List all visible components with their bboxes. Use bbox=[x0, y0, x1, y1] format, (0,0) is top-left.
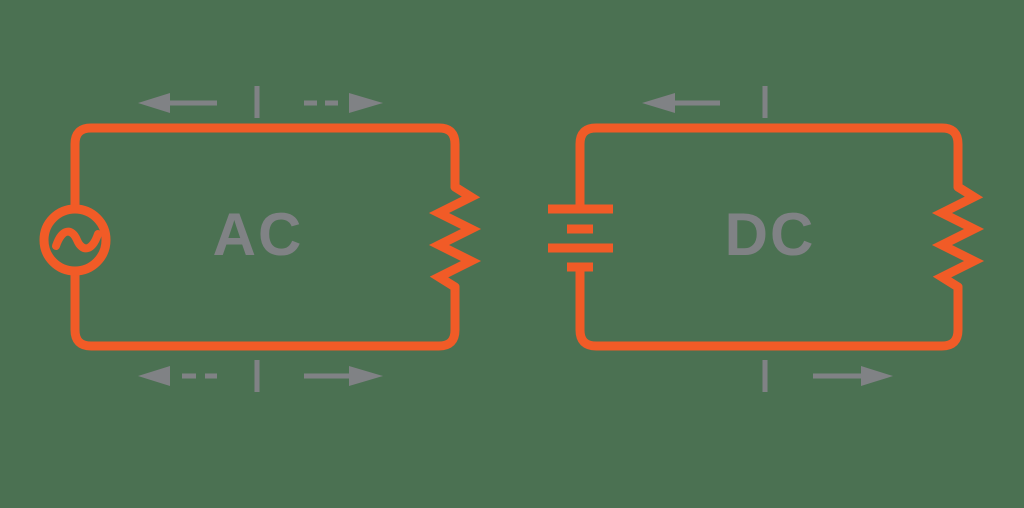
arrow-right-solid-icon bbox=[813, 366, 893, 386]
arrowhead bbox=[138, 366, 170, 386]
battery-icon bbox=[548, 204, 613, 272]
arrow-left-solid-icon bbox=[138, 93, 217, 113]
ac-label: AC bbox=[213, 201, 304, 268]
ac-circuit: AC bbox=[39, 86, 482, 392]
arrow-right-dashed-icon bbox=[304, 93, 383, 113]
resistor-icon bbox=[931, 182, 985, 292]
dc-label: DC bbox=[725, 201, 816, 268]
arrow-right-solid-icon bbox=[304, 366, 383, 386]
arrow-left-solid-icon bbox=[642, 93, 720, 113]
arrowhead bbox=[138, 93, 170, 113]
dc-current-arrows-top bbox=[642, 86, 768, 118]
arrowhead bbox=[349, 93, 383, 113]
dc-current-arrows-bottom bbox=[762, 360, 893, 392]
dc-circuit: DC bbox=[548, 86, 985, 392]
arrowhead bbox=[861, 366, 893, 386]
dc-circuit-wire bbox=[575, 123, 963, 351]
ac-sine-source-icon bbox=[39, 204, 111, 276]
arrow-left-dashed-icon bbox=[138, 366, 217, 386]
sine-wave-icon bbox=[52, 227, 102, 253]
arrowhead bbox=[642, 93, 675, 113]
ac-current-arrows-bottom bbox=[138, 360, 383, 392]
arrowhead bbox=[349, 366, 383, 386]
resistor-icon bbox=[428, 182, 482, 292]
ac-current-arrows-top bbox=[138, 86, 383, 118]
